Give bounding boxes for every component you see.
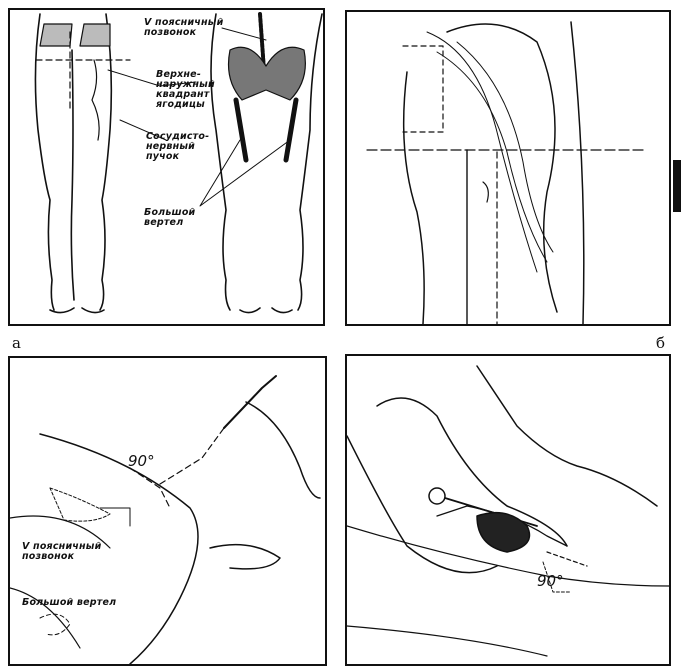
legs-pelvis-drawing: [34, 12, 323, 314]
panel-buttock-anatomy: V поясничный позвонок Верхне-наружный кв…: [8, 8, 325, 326]
label-neurovascular-bundle: Сосудисто-нервный пучок: [146, 131, 210, 162]
label-upper-outer-quadrant: Верхне-наружный квадрант ягодицы: [156, 69, 215, 110]
injection-hands-drawing: [347, 365, 669, 657]
edge-tab-mark: [673, 160, 681, 212]
panel-injection-hands: 90°: [345, 354, 671, 666]
label-angle-90: 90°: [128, 452, 155, 470]
injection-prone-drawing: [10, 375, 321, 664]
label-fifth-lumbar-vertebra: V поясничный позвонок: [144, 17, 224, 38]
label-greater-trochanter-c: Большой вертел: [22, 597, 117, 608]
label-angle-90-d: 90°: [537, 572, 564, 590]
label-greater-trochanter: Большой вертел: [144, 207, 196, 228]
gluteal-muscles-drawing: [366, 21, 648, 324]
label-fifth-lumbar-vertebra-c: V поясничный позвонок: [22, 541, 102, 562]
panel-injection-prone: 90° V поясничный позвонок Большой вертел: [8, 356, 327, 666]
figure-letter-b: б: [656, 334, 666, 352]
figure-letter-a: а: [12, 334, 21, 352]
panel-gluteal-muscles: [345, 10, 671, 326]
